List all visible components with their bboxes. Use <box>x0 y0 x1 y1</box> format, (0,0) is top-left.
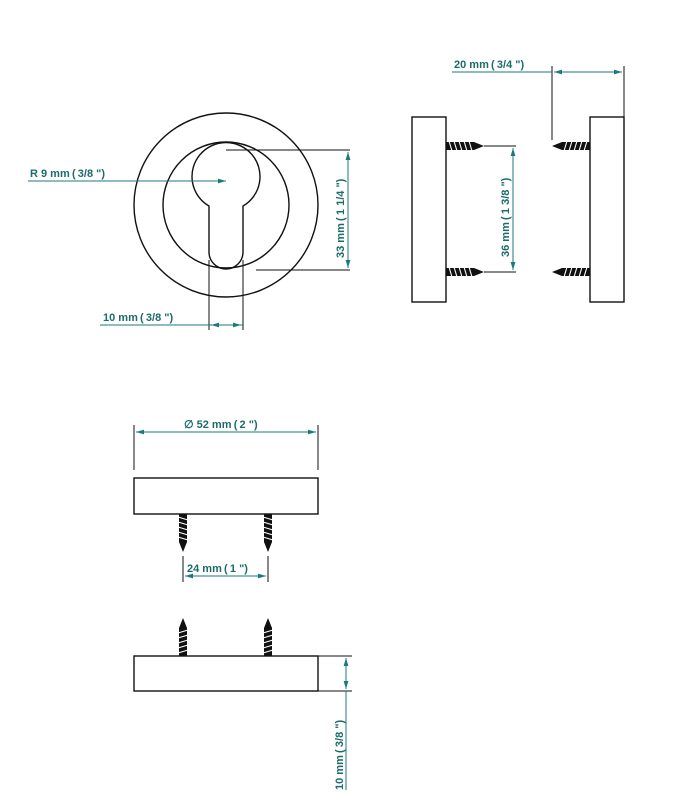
screw-icon <box>177 617 189 657</box>
keyhole-width-label: 10 mm ( 3/8 ") <box>103 312 173 324</box>
front-view <box>28 112 351 330</box>
top-view <box>133 425 319 582</box>
bottom-view <box>133 617 352 790</box>
keyhole-outline <box>191 141 261 270</box>
screw-icon <box>551 266 591 278</box>
height-label: 33 mm ( 1 1/4 ") <box>335 178 347 258</box>
screw-icon <box>177 513 189 553</box>
thickness-label: 10 mm ( 3/8 ") <box>334 720 346 790</box>
screw-icon <box>262 513 274 553</box>
outer-rose-circle <box>133 112 319 298</box>
side-view <box>411 66 625 303</box>
inner-rose-circle <box>162 141 290 269</box>
screw-icon <box>445 140 485 152</box>
rose-bar-bottom <box>133 655 319 692</box>
screw-icon <box>262 617 274 657</box>
gap-label: 20 mm ( 3/4 ") <box>454 59 524 71</box>
screw-icon <box>551 140 591 152</box>
screw-spacing-label: 36 mm ( 1 3/8 ") <box>500 177 512 257</box>
rose-bar-top <box>133 477 319 515</box>
side-rose-right <box>589 116 625 303</box>
bottom-spacing-label: 24 mm ( 1 ") <box>187 563 248 575</box>
diameter-label: ∅ 52 mm ( 2 ") <box>184 419 258 431</box>
side-rose-left <box>411 116 447 303</box>
screw-icon <box>445 266 485 278</box>
radius-label: R 9 mm ( 3/8 ") <box>30 168 105 180</box>
